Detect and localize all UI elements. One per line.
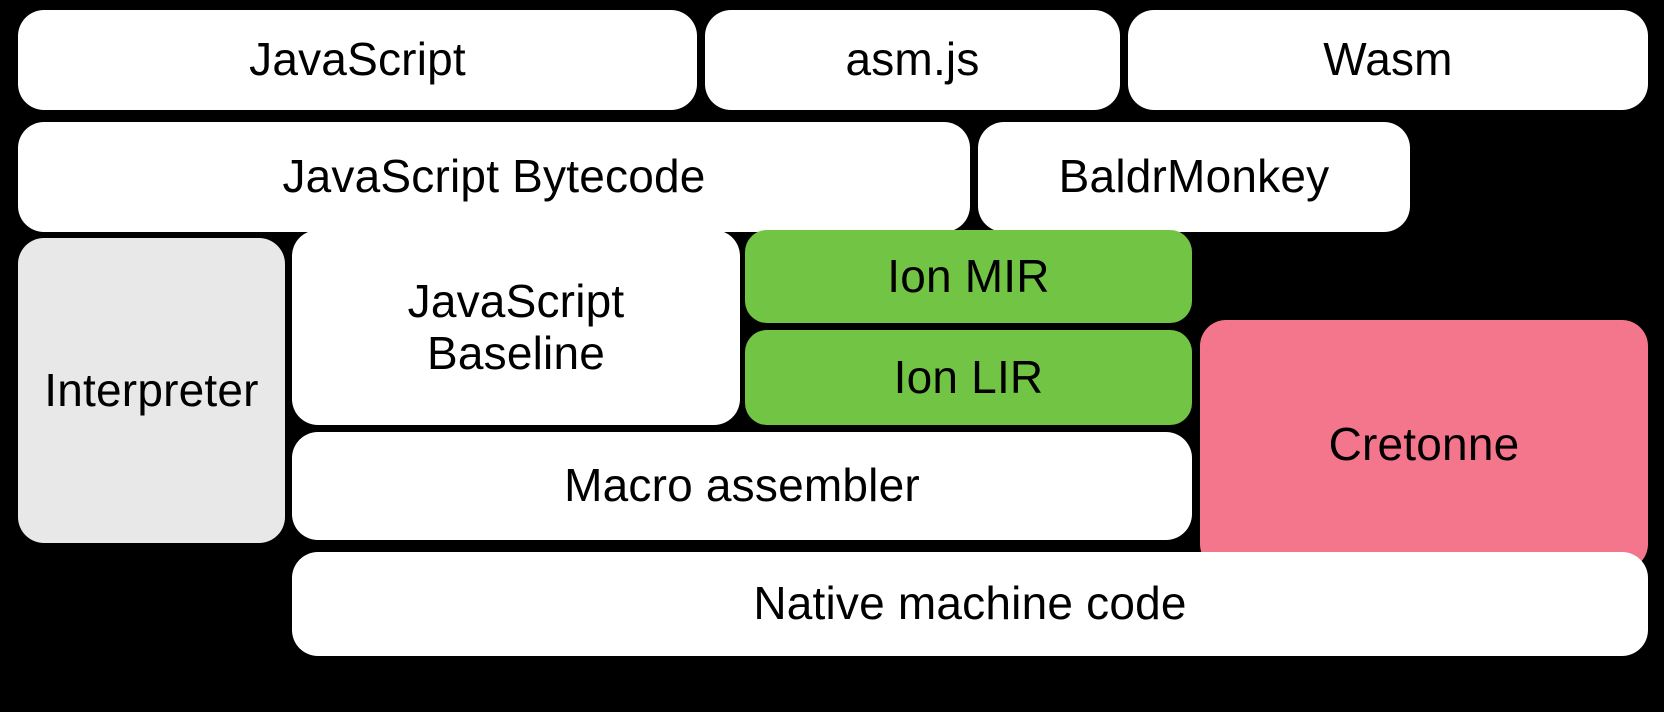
node-ion-lir: Ion LIR: [745, 330, 1192, 425]
node-interpreter: Interpreter: [18, 238, 285, 543]
node-javascript: JavaScript: [18, 10, 697, 110]
node-ion-mir: Ion MIR: [745, 230, 1192, 323]
node-asmjs: asm.js: [705, 10, 1120, 110]
node-cretonne: Cretonne: [1200, 320, 1648, 570]
node-wasm: Wasm: [1128, 10, 1648, 110]
node-javascript-bytecode: JavaScript Bytecode: [18, 122, 970, 232]
node-baldrmonkey: BaldrMonkey: [978, 122, 1410, 232]
node-native-machine-code: Native machine code: [292, 552, 1648, 656]
node-macro-assembler: Macro assembler: [292, 432, 1192, 540]
node-javascript-baseline: JavaScript Baseline: [292, 230, 740, 425]
